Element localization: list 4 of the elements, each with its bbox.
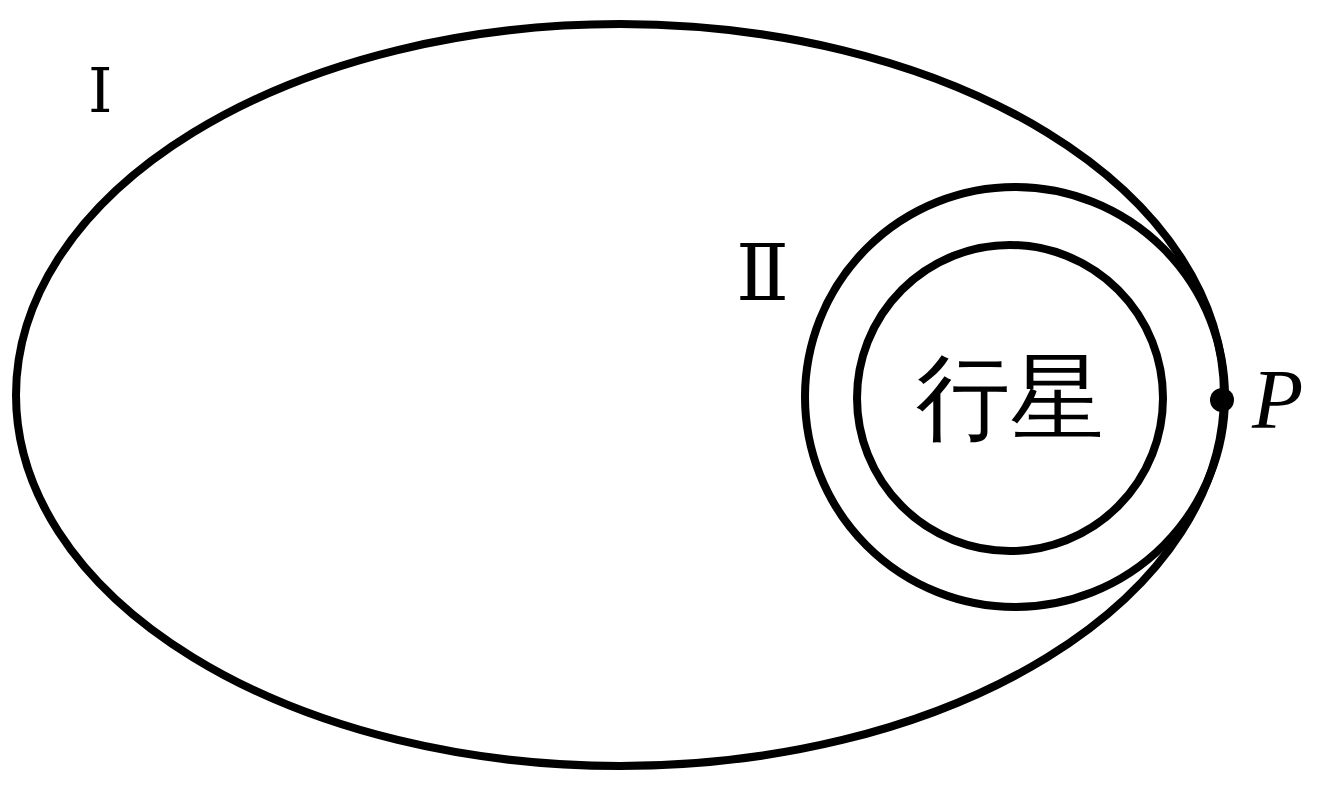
planet-label: 行星	[916, 351, 1104, 445]
orbit-label: Ⅰ	[88, 60, 113, 122]
orbit-label: Ⅱ	[736, 235, 789, 313]
point-label: P	[1252, 358, 1304, 442]
